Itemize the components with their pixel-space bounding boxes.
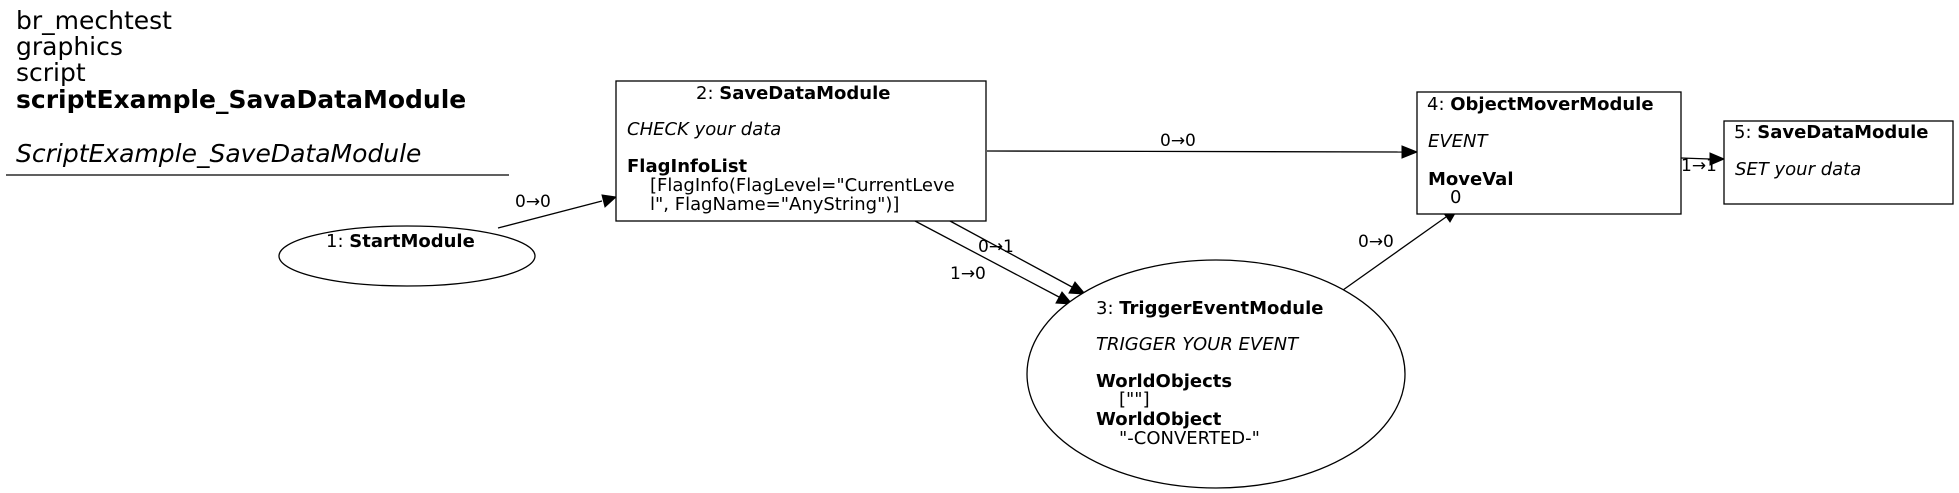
diagram-subtitle: ScriptExample_SaveDataModule [16, 139, 421, 168]
node-2-param-name: FlagInfoList [627, 156, 748, 177]
node-3-param2-name: WorldObject [1096, 409, 1222, 430]
edge-2-to-3-a [949, 220, 1073, 288]
node-4-param-value: 0 [1450, 187, 1461, 208]
node-start-module[interactable]: 1: StartModule [278, 225, 536, 287]
edge-1-to-2 [497, 200, 603, 229]
node-4-description: EVENT [1428, 131, 1490, 152]
edge-2-to-3-b-arrowhead [1055, 291, 1074, 305]
node-trigger-event-module[interactable]: 3: TriggerEventModule TRIGGER YOUR EVENT… [1026, 259, 1406, 489]
node-save-data-module-check[interactable]: 2: SaveDataModule CHECK your data FlagIn… [615, 80, 987, 222]
node-4-param-name: MoveVal [1428, 169, 1513, 190]
header-line-2: graphics [16, 32, 123, 61]
edge-2-to-3-a-label: 0→1 [978, 237, 1014, 257]
node-2-param-value-line1: [FlagInfo(FlagLevel="CurrentLeve [650, 175, 955, 196]
node-5-description: SET your data [1735, 159, 1861, 180]
edge-2-to-3-a-arrowhead [1068, 281, 1087, 295]
edges: 0→0 0→0 0→1 1→0 0→0 1→1 [497, 131, 1726, 305]
node-1-shape [278, 225, 536, 287]
node-4-shape [1416, 91, 1682, 215]
node-3-description: TRIGGER YOUR EVENT [1096, 334, 1300, 355]
edge-4-to-5-label: 1→1 [1681, 156, 1717, 176]
edge-2-to-4-arrowhead [1401, 145, 1419, 159]
edge-2-to-3-b [914, 220, 1060, 298]
diagram-title: scriptExample_SavaDataModule [16, 85, 466, 114]
edge-3-to-4-label: 0→0 [1358, 232, 1394, 252]
edge-4-to-5 [1680, 157, 1711, 160]
edge-4-to-5-arrowhead [1709, 152, 1726, 166]
edge-2-to-4-label: 0→0 [1160, 131, 1196, 151]
edge-1-to-2-label: 0→0 [515, 192, 551, 212]
node-3-param1-name: WorldObjects [1096, 371, 1232, 392]
edge-3-to-4 [1342, 216, 1447, 291]
node-1-title: 1: StartModule [326, 231, 475, 252]
node-4-title: 4: ObjectMoverModule [1427, 94, 1654, 115]
node-3-param2-value: "-CONVERTED-" [1119, 428, 1260, 449]
edge-1-to-2-arrowhead [601, 194, 618, 208]
node-3-param1-value: [""] [1119, 389, 1150, 410]
header-line-3: script [16, 58, 86, 87]
node-2-title: 2: SaveDataModule [696, 83, 891, 104]
node-3-shape [1026, 259, 1406, 489]
edge-2-to-4 [986, 150, 1403, 153]
node-2-param-value-line2: l", FlagName="AnyString")] [650, 194, 899, 215]
node-5-title: 5: SaveDataModule [1734, 122, 1929, 143]
node-2-description: CHECK your data [627, 119, 781, 140]
header-line-1: br_mechtest [16, 6, 172, 35]
node-5-shape [1723, 120, 1954, 205]
node-3-title: 3: TriggerEventModule [1096, 298, 1323, 319]
node-object-mover-module[interactable]: 4: ObjectMoverModule EVENT MoveVal 0 [1416, 91, 1682, 215]
edge-2-to-3-b-label: 1→0 [950, 264, 986, 284]
node-2-shape [615, 80, 987, 222]
node-save-data-module-set[interactable]: 5: SaveDataModule SET your data [1723, 120, 1954, 205]
diagram-header: br_mechtest graphics script scriptExampl… [6, 6, 509, 176]
